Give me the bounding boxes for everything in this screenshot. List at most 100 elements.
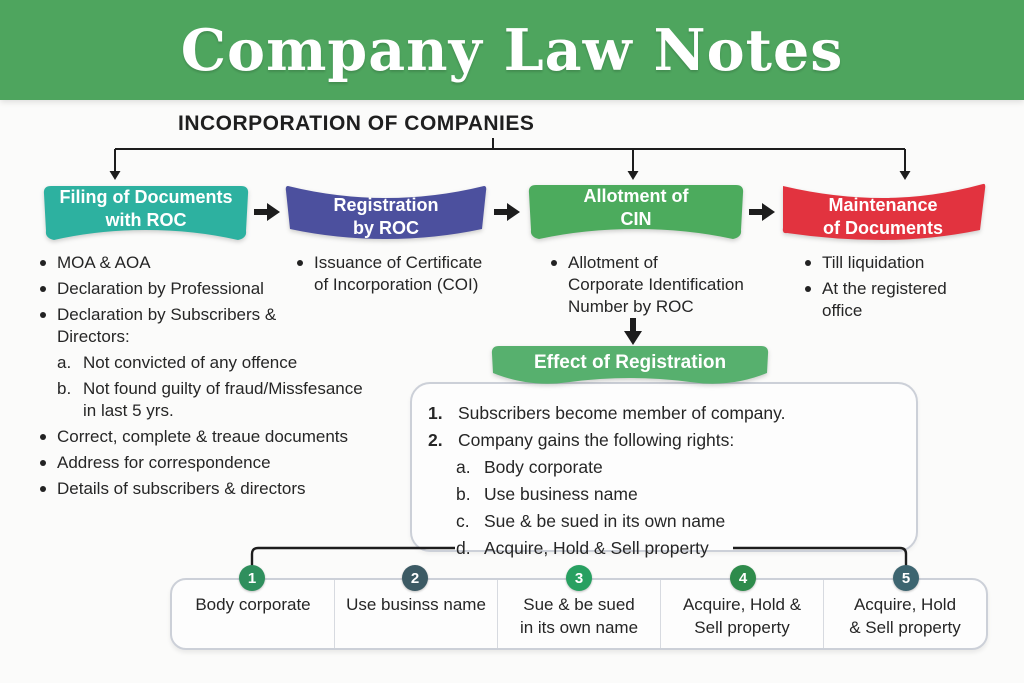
list-item: 2.Company gains the following rights:: [428, 427, 785, 454]
list-item-text: Declaration by Professional: [57, 279, 264, 298]
list-item-text: Not convicted of any offence: [83, 353, 298, 372]
label-line: CIN: [620, 209, 652, 229]
label-line: of Documents: [822, 218, 943, 238]
list-item: Declaration by Professional: [35, 278, 395, 300]
list-item: 1. Subscribers become member of company.: [428, 400, 785, 427]
list-subitem: b.Use business name: [456, 481, 785, 508]
step-banner-filing: Filing of Documents with ROC: [42, 185, 250, 243]
effect-banner-label: Effect of Registration: [490, 345, 770, 389]
list-item-text: Declaration by Subscribers &Directors:: [57, 305, 277, 346]
ribbon-shape: [528, 185, 744, 239]
ribbon-shape: [285, 186, 487, 239]
number-badge-2: 2: [402, 565, 428, 591]
subitem-marker: d.: [456, 538, 471, 558]
list-item: MOA & AOA: [35, 252, 395, 274]
section-heading: INCORPORATION OF COMPANIES: [178, 112, 535, 135]
step-banner-maintenance-label: Maintenance of Documents: [780, 182, 986, 242]
label-line: Allotment of: [583, 186, 689, 206]
list-item-text: Address for correspondence: [57, 453, 271, 472]
cell-line: Sell property: [694, 618, 790, 637]
bullet-dot: [800, 252, 822, 274]
list-item-text: Company gains the following rights:: [458, 430, 735, 450]
subitem-marker: c.: [456, 511, 470, 531]
bracket-connector: [250, 546, 908, 570]
number-badge-1: 1: [239, 565, 265, 591]
step-banner-registration: Registration by ROC: [285, 183, 487, 241]
label-line: Registration: [333, 195, 439, 215]
arrow-right-icon: [749, 201, 775, 223]
list-subitem: c. Sue & be sued in its own name: [456, 508, 785, 535]
badge-number: 1: [247, 569, 257, 587]
step-banner-filing-label: Filing of Documents with ROC: [42, 185, 250, 243]
bullet-dot: [35, 452, 57, 474]
list-item: Till liquidation: [800, 252, 1000, 274]
label-line: Maintenance: [828, 195, 938, 215]
page-title: Company Law Notes: [180, 16, 844, 84]
cell-line: & Sell property: [849, 618, 961, 637]
arrow-right-icon: [254, 201, 280, 223]
cell-line: Sue & be sued: [523, 595, 635, 614]
step-banner-registration-label: Registration by ROC: [285, 183, 487, 241]
arrow-right-icon: [494, 201, 520, 223]
label-line: by ROC: [352, 218, 419, 238]
rights-cell: Acquire, Hold & Sell property: [823, 580, 986, 648]
item-number: 1.: [428, 403, 443, 423]
bullet-dot: [292, 252, 314, 296]
effect-of-registration-banner: Effect of Registration: [490, 345, 770, 389]
number-badge-5: 5: [893, 565, 919, 591]
number-badge-4: 4: [730, 565, 756, 591]
flow-tree-connector: [109, 138, 911, 180]
badge-number: 3: [574, 569, 584, 587]
list-item-text: Acquire, Hold & Sell property: [484, 538, 709, 558]
ribbon-shape: [43, 186, 249, 240]
rights-cell: Sue & be sued in its own name: [497, 580, 660, 648]
ribbon-shape: [782, 183, 986, 240]
effect-numbered-list: 1.Subscribers become member of company. …: [428, 400, 785, 562]
list-item-text: Details of subscribers & directors: [57, 479, 306, 498]
cell-line: Acquire, Hold: [853, 595, 957, 614]
step-banner-cin: Allotment of CIN: [527, 184, 745, 242]
list-item-text: Subscribers become member of company.: [458, 403, 786, 423]
list-item-text: Sue & be sued in its own name: [484, 511, 726, 531]
list-item-text: MOA & AOA: [57, 253, 151, 272]
label-line: with ROC: [105, 210, 187, 230]
cell-line: in its own name: [519, 618, 639, 637]
number-badge-3: 3: [566, 565, 592, 591]
bullet-dot: [800, 278, 822, 322]
list-item: Address for correspondence: [35, 452, 395, 474]
badge-number: 5: [901, 569, 911, 587]
label-line: Filing of Documents: [59, 187, 233, 207]
list-subitem: d. Acquire, Hold & Sell property: [456, 535, 785, 562]
list-item-text: Till liquidation: [822, 253, 925, 272]
rights-cell: Acquire, Hold & Sell property: [660, 580, 823, 648]
step-banner-maintenance: Maintenance of Documents: [780, 182, 986, 242]
cell-line: Body corporate: [195, 595, 311, 614]
list-subitem: a. Not convicted of any offence: [57, 352, 395, 374]
subitem-marker: a.: [456, 457, 471, 477]
list-subitem: a.Body corporate: [456, 454, 785, 481]
bullet-dot: [35, 252, 57, 274]
subitem-marker: b.: [456, 484, 471, 504]
header-banner: Company Law Notes: [0, 0, 1024, 100]
step-banner-cin-label: Allotment of CIN: [527, 184, 745, 242]
rights-cell: Use businss name: [334, 580, 497, 648]
cell-line: Acquire, Hold &: [682, 595, 802, 614]
bullet-dot: [35, 426, 57, 448]
badge-number: 2: [410, 569, 420, 587]
filing-bullet-list: MOA & AOA Declaration by Professional De…: [35, 252, 395, 504]
bullet-dot: [35, 278, 57, 300]
subitem-marker: a.: [57, 353, 72, 372]
list-item: Details of subscribers & directors: [35, 478, 395, 500]
cell-line: Use businss name: [346, 595, 486, 614]
effect-of-registration-box: [410, 382, 918, 552]
